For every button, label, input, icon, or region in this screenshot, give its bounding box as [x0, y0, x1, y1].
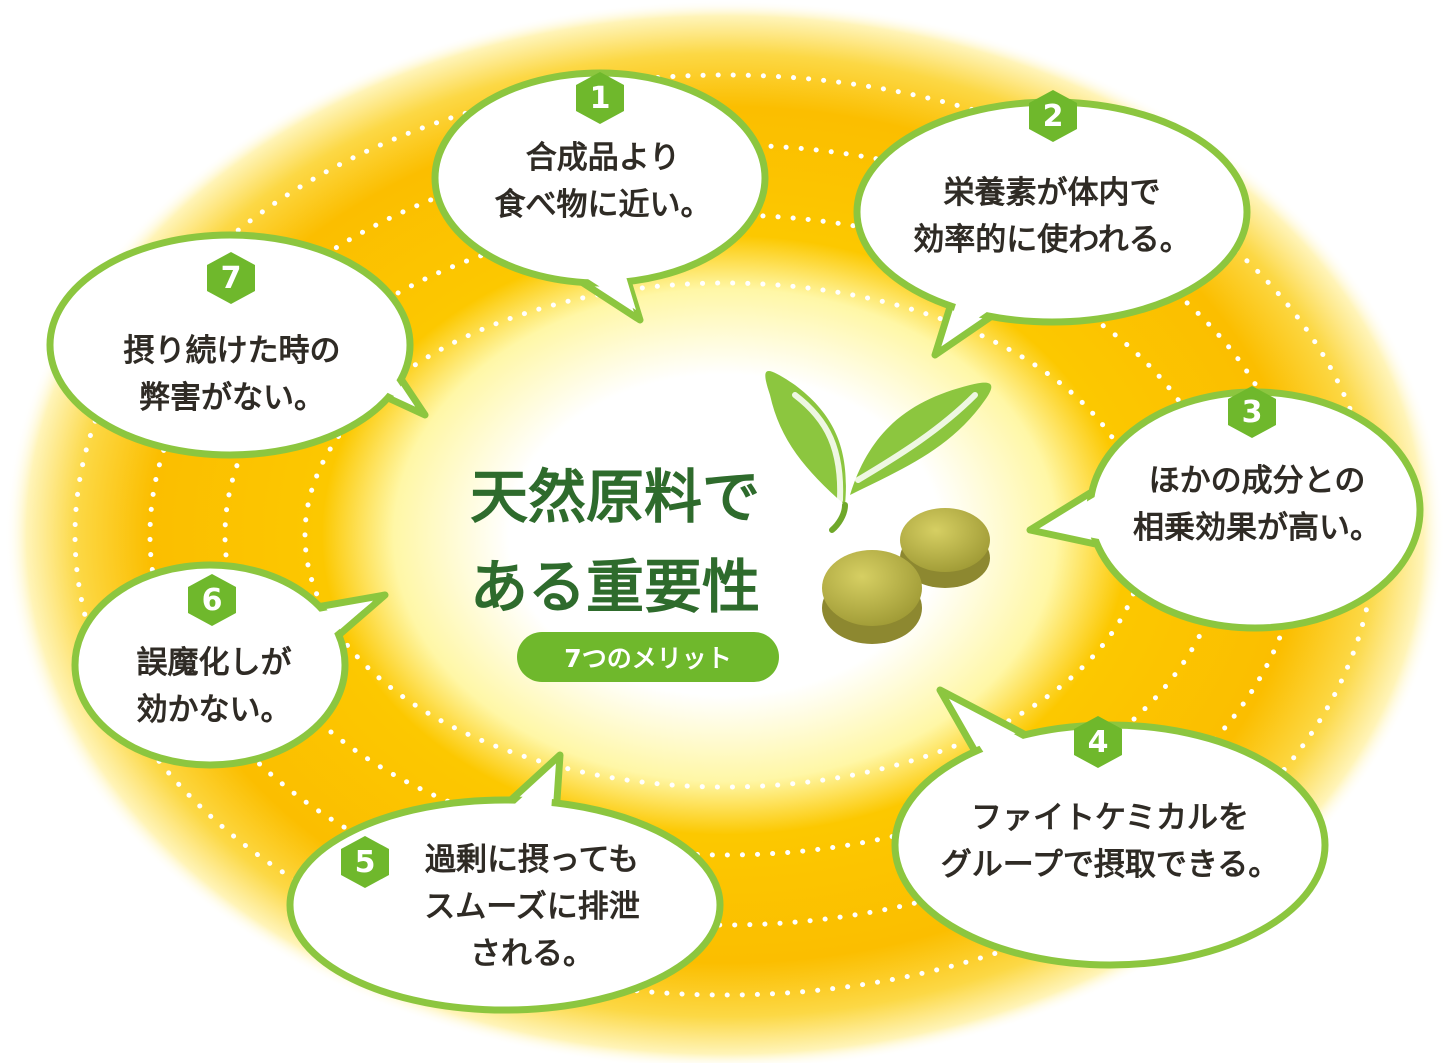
green-tablets-icon	[822, 508, 990, 644]
merit-4-text: ファイトケミカルを グループで摂取できる。	[941, 795, 1280, 889]
merit-7-line-2: 弊害がない。	[139, 380, 325, 416]
merit-5-badge: 5	[341, 836, 389, 888]
merit-1-text: 合成品より 食べ物に近い。	[495, 135, 712, 229]
merit-5-line-3: される。	[469, 936, 594, 972]
merit-2-text: 栄養素が体内で 効率的に使われる。	[913, 170, 1190, 264]
merit-6-badge: 6	[188, 574, 236, 626]
merit-1-line-1: 合成品より	[525, 140, 681, 176]
merit-2-line-1: 栄養素が体内で	[943, 175, 1161, 211]
merit-5-text: 過剰に摂っても スムーズに排泄 される。	[424, 837, 639, 978]
bubble-5	[286, 796, 724, 1014]
merit-1-line-2: 食べ物に近い。	[494, 187, 712, 223]
merit-7-text: 摂り続けた時の 弊害がない。	[124, 328, 341, 422]
merit-3-text: ほかの成分との 相乗効果が高い。	[1133, 458, 1381, 552]
merit-2-line-2: 効率的に使われる。	[913, 222, 1191, 258]
merit-4-badge: 4	[1074, 716, 1122, 768]
bubble-6	[71, 561, 349, 769]
merit-4-line-2: グループで摂取できる。	[940, 847, 1280, 883]
merit-6-text: 誤魔化しが 効かない。	[137, 640, 292, 734]
merit-3-line-2: 相乗効果が高い。	[1133, 510, 1381, 546]
title-line-2: ある重要性	[469, 553, 761, 621]
merit-7-line-1: 摂り続けた時の	[123, 333, 341, 369]
merit-5-line-1: 過剰に摂っても	[425, 842, 639, 878]
merit-6-line-2: 効かない。	[136, 692, 292, 728]
title-line-1: 天然原料で	[469, 463, 761, 531]
merit-6-line-1: 誤魔化しが	[136, 645, 292, 681]
diagram-title: 天然原料で ある重要性	[470, 452, 760, 632]
merit-4-line-1: ファイトケミカルを	[970, 800, 1250, 836]
bubble-7	[46, 231, 414, 459]
merit-5-line-2: スムーズに排泄	[424, 889, 640, 925]
merit-3-line-1: ほかの成分との	[1148, 463, 1366, 499]
subtitle-pill: 7つのメリット	[517, 632, 779, 682]
sprout-leaf-icon	[765, 371, 992, 533]
